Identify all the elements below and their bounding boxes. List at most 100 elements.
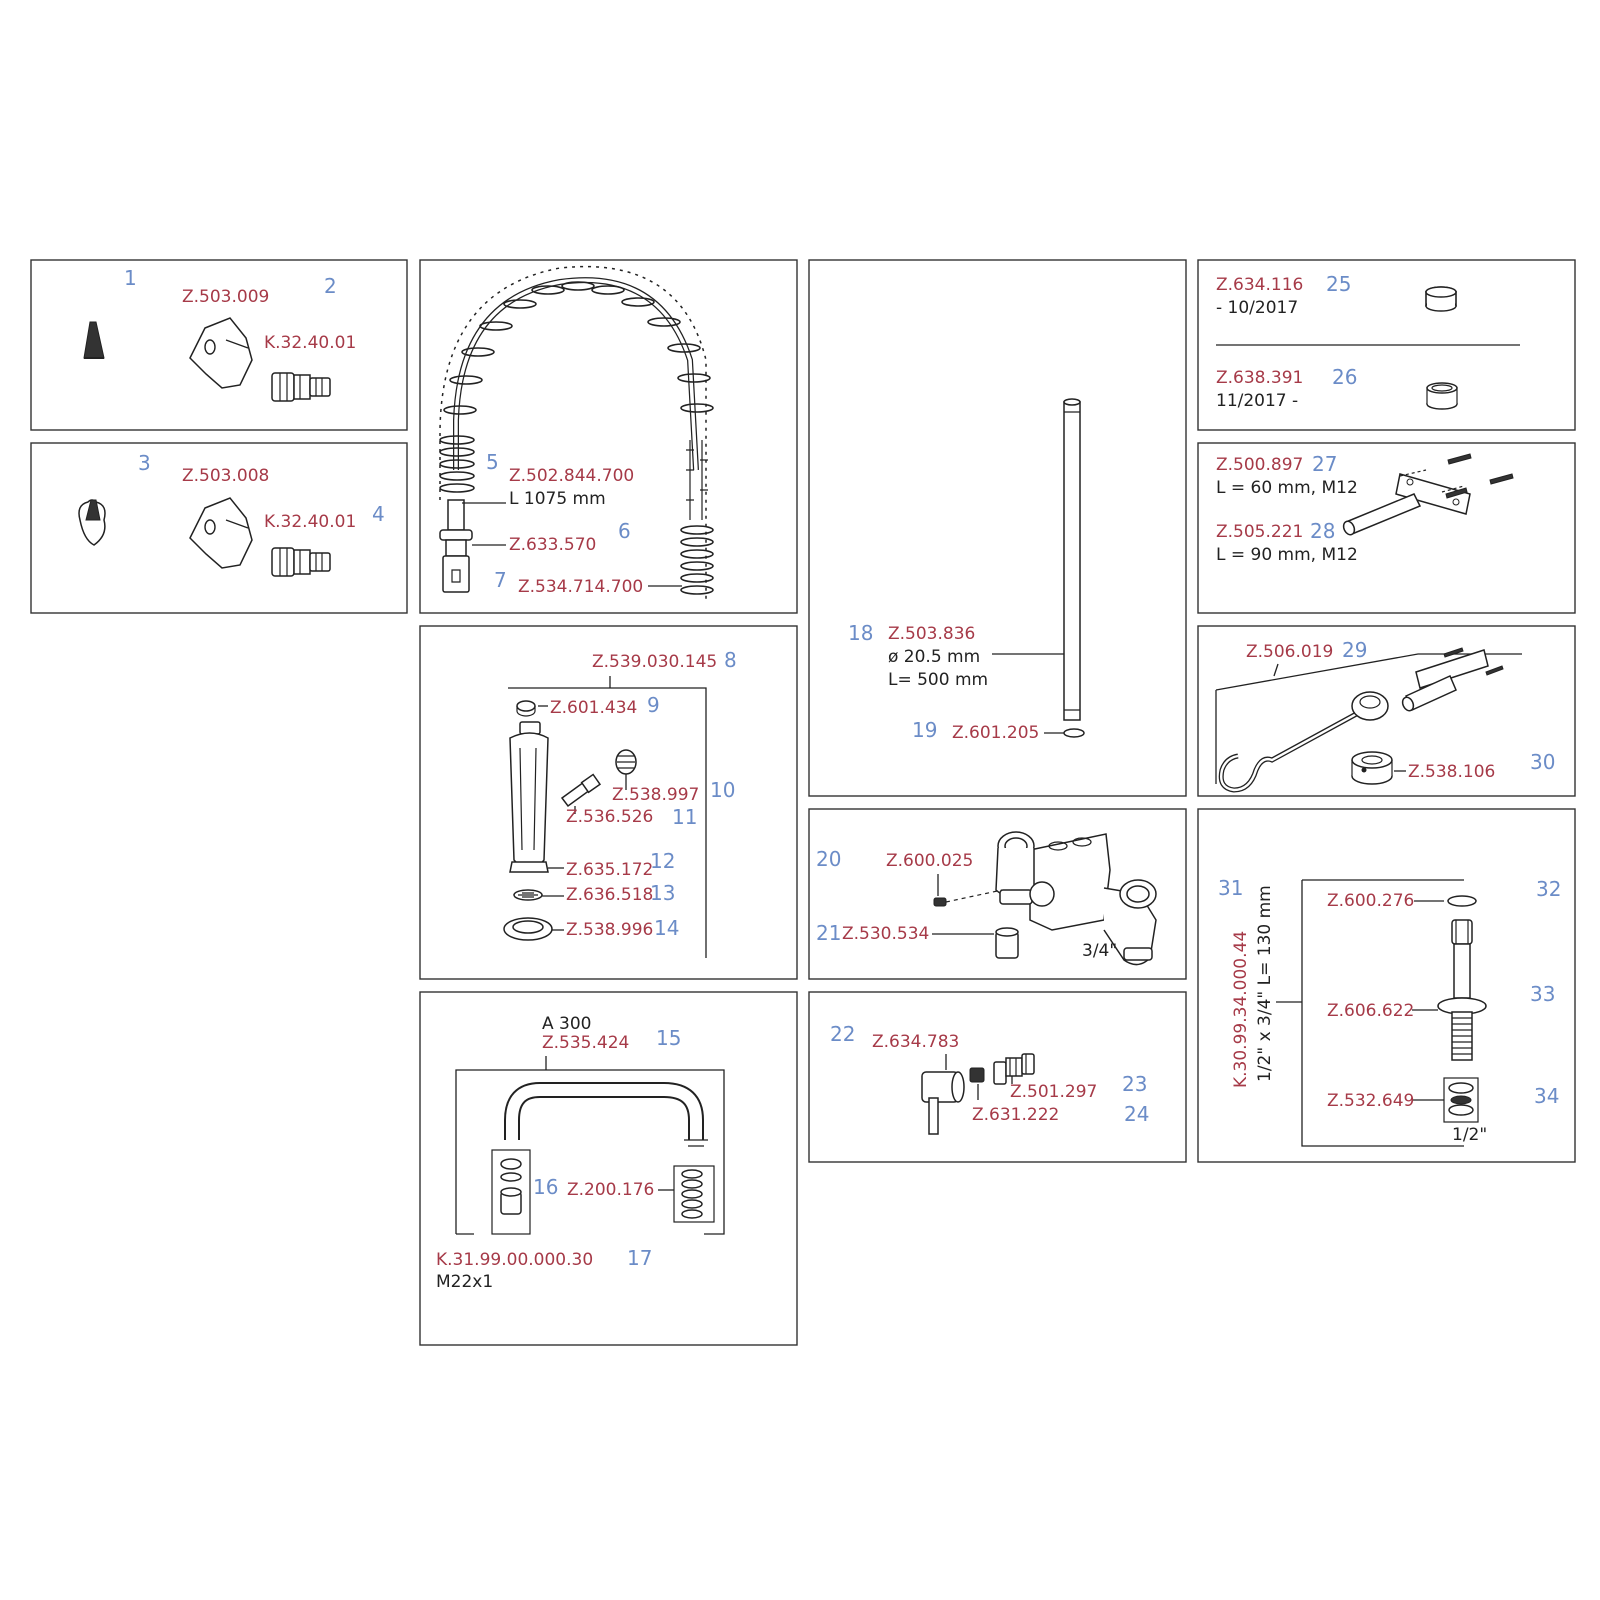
- part-code[interactable]: Z.600.025: [886, 851, 973, 871]
- screw-part: [969, 1067, 985, 1100]
- panel-3: 5 Z.502.844.700 L 1075 mm Z.633.570 6 7 …: [419, 259, 798, 614]
- hook-arm-part: [1218, 691, 1389, 793]
- part-code[interactable]: Z.636.518: [566, 885, 653, 905]
- item-number: 24: [1124, 1102, 1149, 1126]
- part-code[interactable]: Z.502.844.700: [509, 466, 634, 486]
- panel-5: A 300 Z.535.424 15 16 Z.200.176 K.31.: [419, 991, 798, 1346]
- item-number: 11: [672, 805, 697, 829]
- part-code[interactable]: Z.634.783: [872, 1032, 959, 1052]
- item-number: 2: [324, 274, 337, 298]
- part-code[interactable]: Z.200.176: [567, 1180, 654, 1200]
- item-number: 7: [494, 568, 507, 592]
- part-code[interactable]: Z.538.106: [1408, 762, 1495, 782]
- wall-pin-part: [1401, 647, 1504, 712]
- spindle-part: [993, 1053, 1035, 1085]
- part-code[interactable]: K.32.40.01: [264, 512, 356, 532]
- cartridge-part: [271, 547, 331, 577]
- part-code[interactable]: Z.633.570: [509, 535, 596, 555]
- panel-10: Z.500.897 27 L = 60 mm, M12 Z.505.221 28…: [1197, 442, 1576, 614]
- adapter-part: [491, 1149, 531, 1235]
- wall-body-part: [995, 831, 1157, 966]
- item-number: 12: [650, 849, 675, 873]
- part-code[interactable]: Z.631.222: [972, 1105, 1059, 1125]
- item-number: 19: [912, 718, 937, 742]
- panel-12: 31 K.30.99.34.000.44 1/2" x 3/4" L= 130 …: [1197, 808, 1576, 1163]
- vertical-rod-part: [1063, 398, 1085, 738]
- part-spec: - 10/2017: [1216, 298, 1298, 318]
- wall-bracket-part: [1342, 453, 1514, 536]
- part-code[interactable]: Z.635.172: [566, 860, 653, 880]
- item-number: 33: [1530, 982, 1555, 1006]
- item-number: 25: [1326, 272, 1351, 296]
- part-code[interactable]: Z.601.205: [952, 723, 1039, 743]
- item-number: 23: [1122, 1072, 1147, 1096]
- item-number: 20: [816, 847, 841, 871]
- item-number: 30: [1530, 750, 1555, 774]
- part-code[interactable]: Z.530.534: [842, 924, 929, 944]
- item-number: 6: [618, 519, 631, 543]
- part-code[interactable]: Z.638.391: [1216, 368, 1303, 388]
- part-code[interactable]: Z.506.019: [1246, 642, 1333, 662]
- part-code[interactable]: Z.601.434: [550, 698, 637, 718]
- part-code[interactable]: Z.503.836: [888, 624, 975, 644]
- item-number: 31: [1218, 876, 1243, 900]
- screw-part: [933, 889, 1003, 907]
- part-code[interactable]: Z.536.526: [566, 807, 653, 827]
- part-code[interactable]: Z.501.297: [1010, 1082, 1097, 1102]
- item-number: 3: [138, 451, 151, 475]
- part-code[interactable]: K.32.40.01: [264, 333, 356, 353]
- part-code[interactable]: Z.534.714.700: [518, 577, 643, 597]
- part-code[interactable]: K.31.99.00.000.30: [436, 1250, 593, 1270]
- collar-ring-part: [1351, 751, 1393, 785]
- part-spec: 1/2": [1452, 1125, 1487, 1145]
- part-code[interactable]: K.30.99.34.000.44: [1231, 931, 1251, 1088]
- item-number: 14: [654, 916, 679, 940]
- part-code[interactable]: Z.600.276: [1327, 891, 1414, 911]
- item-number: 15: [656, 1026, 681, 1050]
- item-number: 18: [848, 621, 873, 645]
- item-number: 16: [533, 1175, 558, 1199]
- panel-1: 1 Z.503.009 2 K.32.40.01: [30, 259, 408, 431]
- part-code[interactable]: Z.500.897: [1216, 455, 1303, 475]
- panel-6: 18 Z.503.836 ø 20.5 mm L= 500 mm 19 Z.60…: [808, 259, 1187, 797]
- spring-coils: [439, 281, 714, 595]
- part-code[interactable]: Z.505.221: [1216, 522, 1303, 542]
- panel-4: Z.539.030.145 8 Z.601.434 9 Z.538.997 10…: [419, 625, 798, 980]
- panel-9: Z.634.116 25 - 10/2017 Z.638.391 26 11/2…: [1197, 259, 1576, 431]
- part-code[interactable]: Z.532.649: [1327, 1091, 1414, 1111]
- part-spec: M22x1: [436, 1272, 493, 1292]
- part-code[interactable]: Z.503.008: [182, 466, 269, 486]
- part-code[interactable]: Z.606.622: [1327, 1001, 1414, 1021]
- cartridge-part: [271, 372, 331, 402]
- small-cap-part: [516, 700, 536, 717]
- spout-tube-part: [504, 1082, 708, 1147]
- bushing-part: [1426, 382, 1458, 410]
- part-code[interactable]: Z.539.030.145: [592, 652, 717, 672]
- part-code[interactable]: Z.538.996: [566, 920, 653, 940]
- item-number: 13: [650, 881, 675, 905]
- part-code[interactable]: Z.535.424: [542, 1033, 629, 1053]
- panel-8: 22 Z.634.783 Z.501.297 23 Z.631.222 24: [808, 991, 1187, 1163]
- part-code[interactable]: Z.503.009: [182, 287, 269, 307]
- part-code[interactable]: Z.634.116: [1216, 275, 1303, 295]
- item-number: 34: [1534, 1084, 1559, 1108]
- part-code[interactable]: Z.538.997: [612, 785, 699, 805]
- item-number: 29: [1342, 638, 1367, 662]
- filter-disc-part: [513, 889, 543, 901]
- item-number: 1: [124, 266, 137, 290]
- item-number: 10: [710, 778, 735, 802]
- lever-handle-part: [189, 497, 253, 569]
- item-number: 8: [724, 648, 737, 672]
- panel-2: 3 Z.503.008 4 K.32.40.01: [30, 442, 408, 614]
- part-spec: L 1075 mm: [509, 489, 606, 509]
- ring-part: [503, 917, 553, 941]
- item-number: 17: [627, 1246, 652, 1270]
- threaded-connector-part: [1437, 919, 1487, 1061]
- lever-handle-part: [189, 317, 253, 389]
- spring-set-part: [673, 1165, 715, 1223]
- nut-part: [615, 749, 637, 790]
- valve-insert-part: [560, 773, 602, 808]
- spring-hose-part: [439, 265, 714, 600]
- sleeve-part: [995, 927, 1019, 959]
